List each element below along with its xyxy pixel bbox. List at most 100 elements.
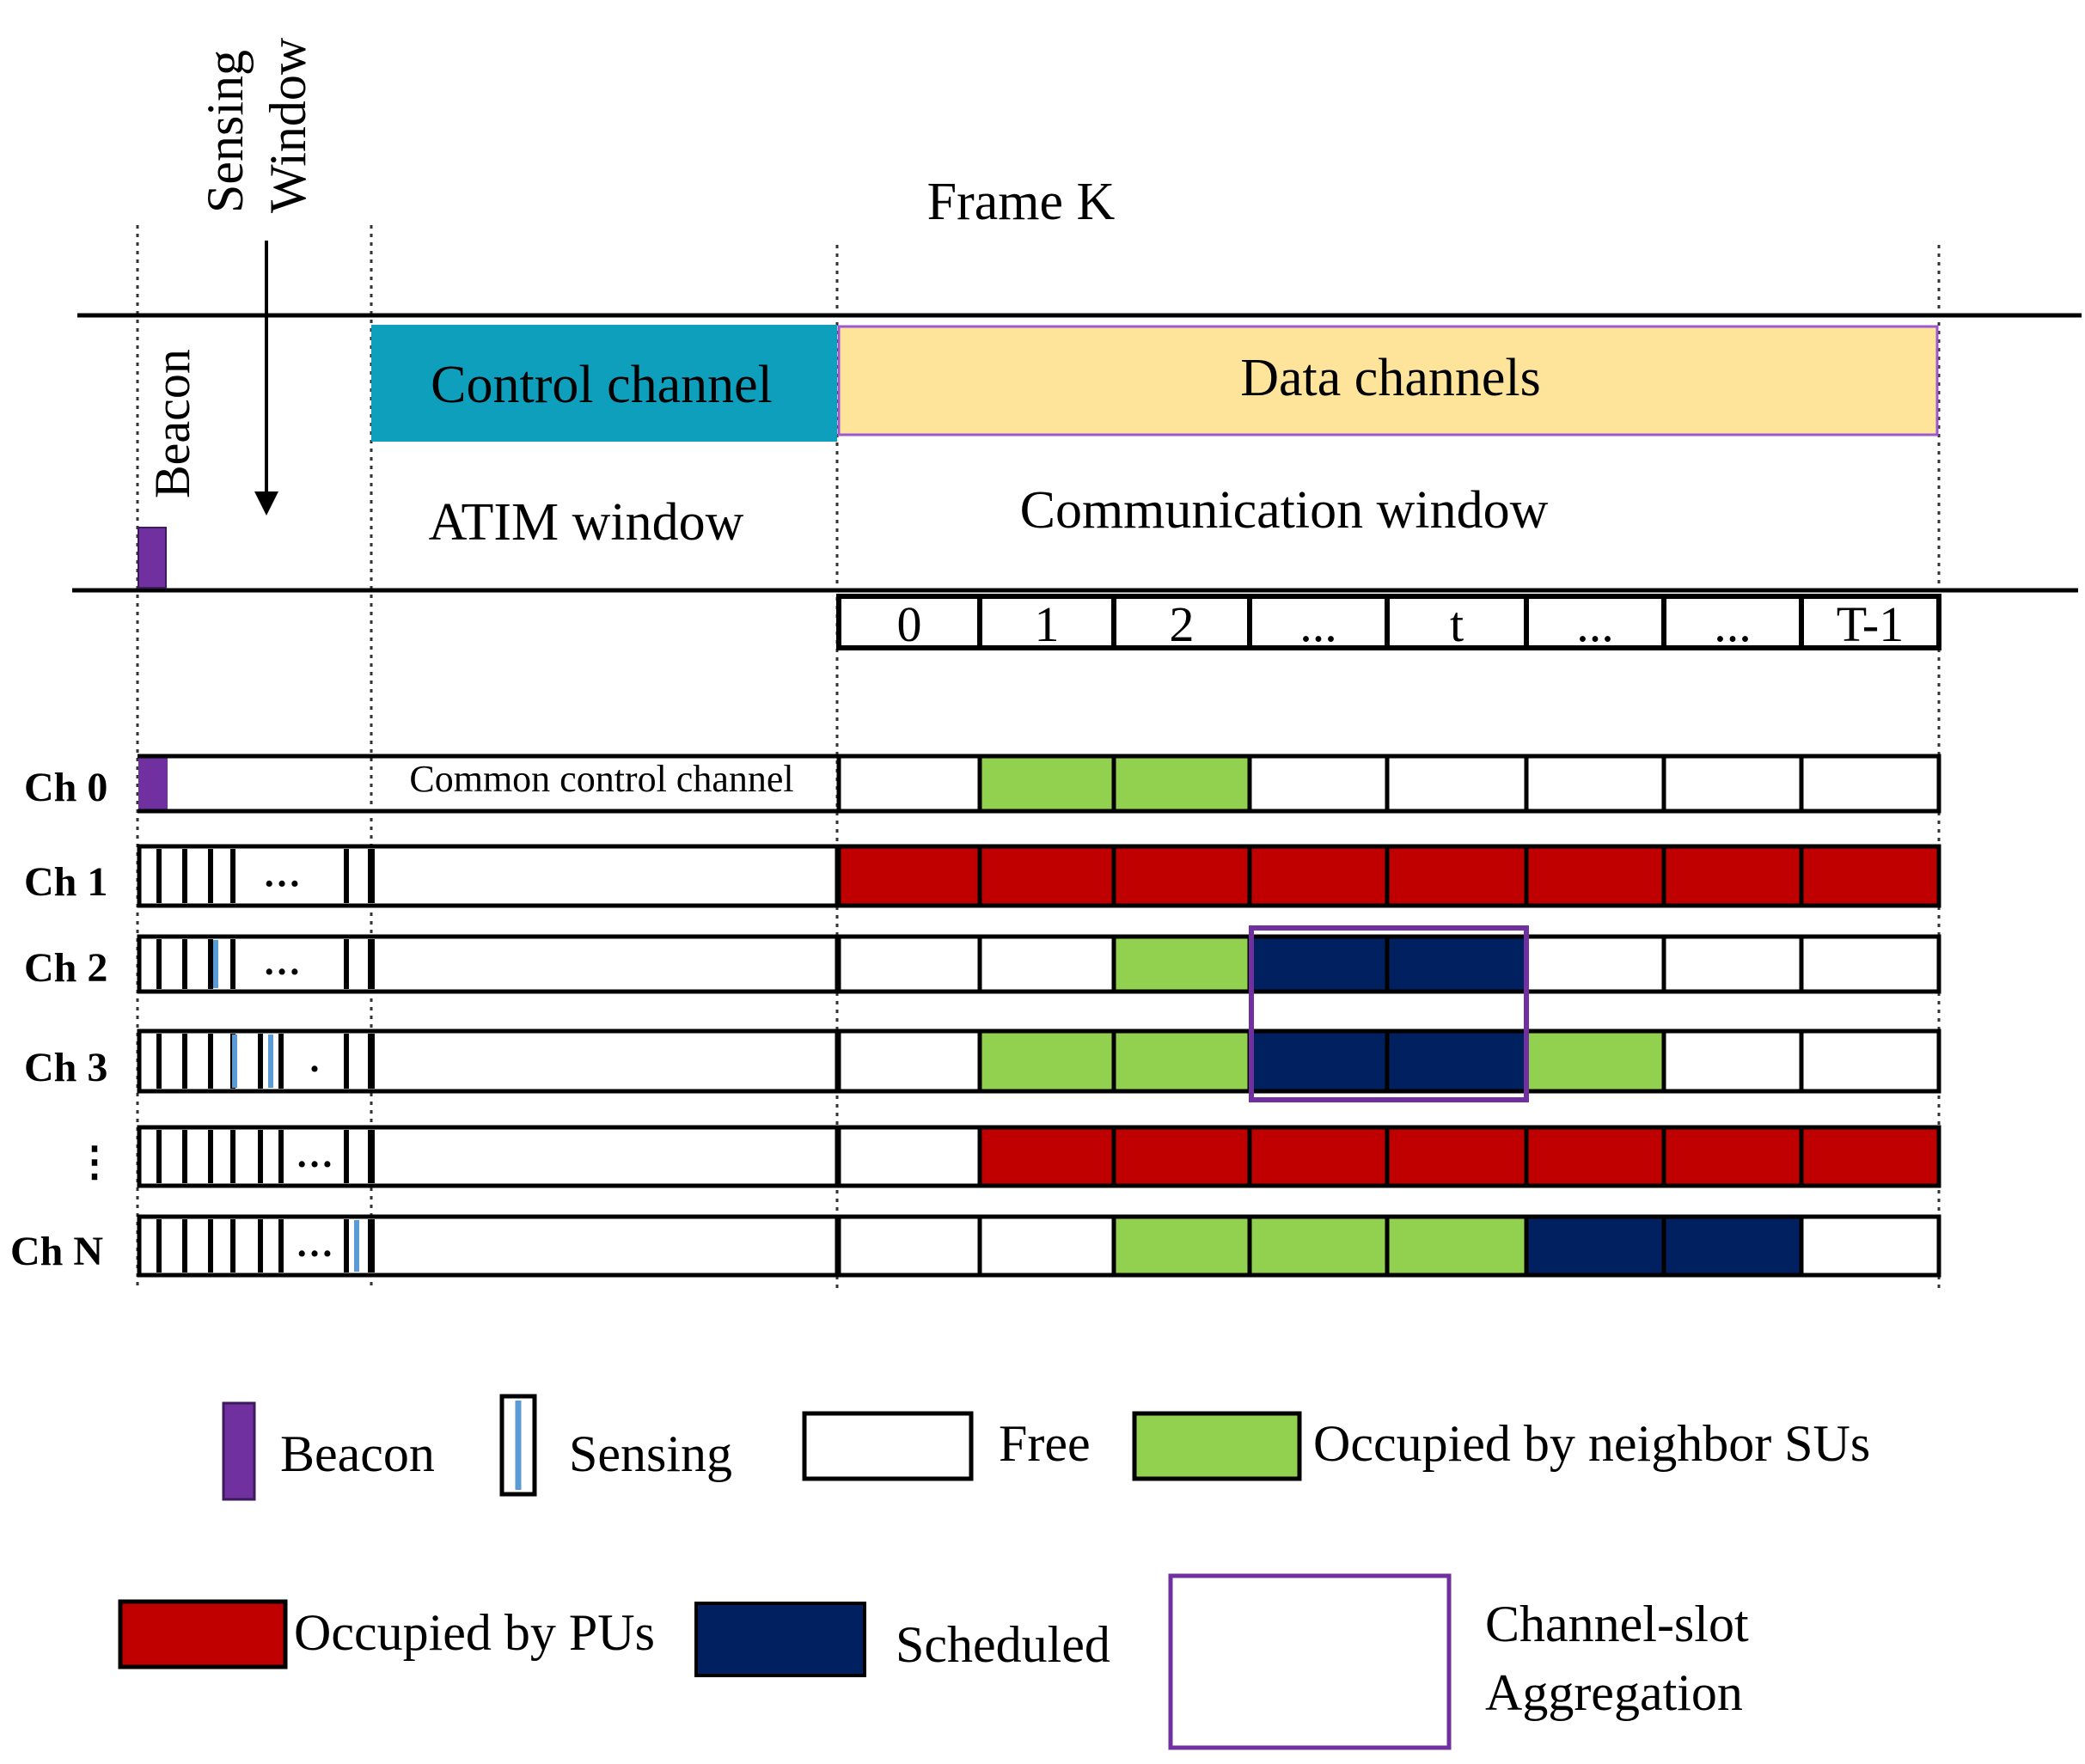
slot-cell-pu [1799,844,1941,908]
legend-free-swatch [802,1411,974,1481]
sensing-window-line-2: Window [260,37,316,213]
legend-pu-swatch [118,1599,288,1669]
sensing-microslot-bar [258,1034,263,1089]
legend-scheduled-swatch [694,1602,866,1677]
channel-row: Ch 3. [24,1028,1941,1094]
data-channels-label: Data channels [1240,349,1540,407]
slot-index-label: T-1 [1837,596,1904,652]
slot-cell-pu [1661,1125,1804,1188]
slot-cell-pu [1111,844,1252,908]
sensing-ellipsis: … [263,853,301,895]
sensing-microslot-bar [230,1130,235,1183]
control-channel-bar [371,325,837,442]
legend: Beacon Sensing Free Occupied by neighbor… [118,1394,1870,1750]
channel-slot-aggregation-box [1249,925,1529,1102]
slot-cell-scheduled [1661,1214,1804,1278]
slot-index-cell [836,594,982,650]
slot-cell-scheduled [1247,934,1390,994]
sensing-microslot-bar [156,1130,162,1183]
legend-aggregation-line-1: Channel-slot [1485,1596,1749,1652]
sensing-microslot-bar [344,1034,349,1089]
sensing-marker [268,1035,273,1088]
data-channels-bar [837,325,1939,436]
sensing-microslot-bar [156,849,162,903]
beacon-header-label: Beacon [144,349,200,498]
channel-row: Ch N… [10,1214,1941,1278]
communication-window-label: Communication window [1020,481,1549,540]
sensing-ellipsis: … [263,941,301,983]
slot-index-cell [1661,594,1804,650]
slot-index-label: ... [1714,596,1752,652]
sensing-microslot-bar [258,1130,263,1183]
sensing-microslot-bar [208,1034,213,1089]
slot-cell-free [977,934,1116,994]
sensing-microslot-bar [278,1219,284,1273]
sensing-region-end-bar [368,1034,375,1089]
sensing-microslot-bar [344,1219,349,1273]
sensing-microslot-bar [208,849,213,903]
slot-cell-pu [1524,844,1666,908]
sensing-microslot-bar [230,939,235,989]
sensing-ellipsis: . [310,1038,320,1080]
slot-cell-scheduled [1385,934,1529,994]
sensing-region [137,934,840,994]
legend-pu-label: Occupied by PUs [294,1604,655,1661]
legend-aggregation-swatch [1168,1573,1452,1750]
slot-cell-free [1799,934,1941,994]
slot-cell-pu [1385,844,1529,908]
slot-index-label: ... [1299,596,1337,652]
sensing-microslot-bar [344,1130,349,1183]
sensing-microslot-bar [344,849,349,903]
sensing-region [137,1125,840,1188]
slot-cell-neighbor [1385,1214,1529,1278]
beacon-header-marker [138,527,167,589]
slot-index-cell [1799,594,1941,650]
slot-cell-free [977,1214,1116,1278]
slot-index-label: t [1450,596,1464,652]
legend-sensing-label: Sensing [569,1425,732,1482]
slot-index-cell [1524,594,1666,650]
channel-label: Ch N [10,1229,103,1274]
slot-cell-pu [977,1125,1116,1188]
sensing-microslot-bar [344,939,349,989]
slot-cell-pu [1799,1125,1941,1188]
slot-cell-neighbor [1111,1028,1252,1094]
legend-neighbor-swatch [1132,1411,1302,1481]
channel-label: Ch 3 [24,1045,107,1090]
slot-cell-pu [1247,1125,1390,1188]
slot-cell-pu [1111,1125,1252,1188]
sensing-region [137,844,840,908]
slot-cell-neighbor [977,754,1116,814]
legend-sensing-swatch [499,1394,537,1497]
frame-title: Frame K [927,173,1116,231]
sensing-window-arrow [254,241,278,516]
sensing-region-end-bar [368,1219,375,1273]
sensing-microslot-bar [182,1130,187,1183]
slot-index-label: 2 [1170,596,1195,652]
sensing-microslot-bar [182,1034,187,1089]
slot-cell-neighbor [1111,1214,1252,1278]
sensing-region [137,1028,840,1094]
channel-row: ⋮… [74,1125,1941,1188]
sensing-microslot-bar [208,1219,213,1273]
channel-rows: Ch 0Ch 1…Ch 2…Ch 3.⋮…Ch N… [10,754,1941,1278]
sensing-marker [232,1035,237,1088]
channel-label: Ch 0 [24,765,107,810]
slot-cell-neighbor [977,1028,1116,1094]
sensing-microslot-bar [182,939,187,989]
channel-label: Ch 1 [24,859,107,905]
slot-cell-free [1524,754,1666,814]
slot-cell-free [836,934,982,994]
slot-index-label: 1 [1035,596,1060,652]
slot-cell-pu [1661,844,1804,908]
slot-cell-pu [977,844,1116,908]
slot-cell-free [1661,754,1804,814]
slot-cell-free [836,1214,982,1278]
slot-cell-scheduled [1524,1214,1666,1278]
atim-window-label: ATIM window [429,493,744,552]
slot-cell-free [836,1125,982,1188]
slot-cell-scheduled [1385,1028,1529,1094]
